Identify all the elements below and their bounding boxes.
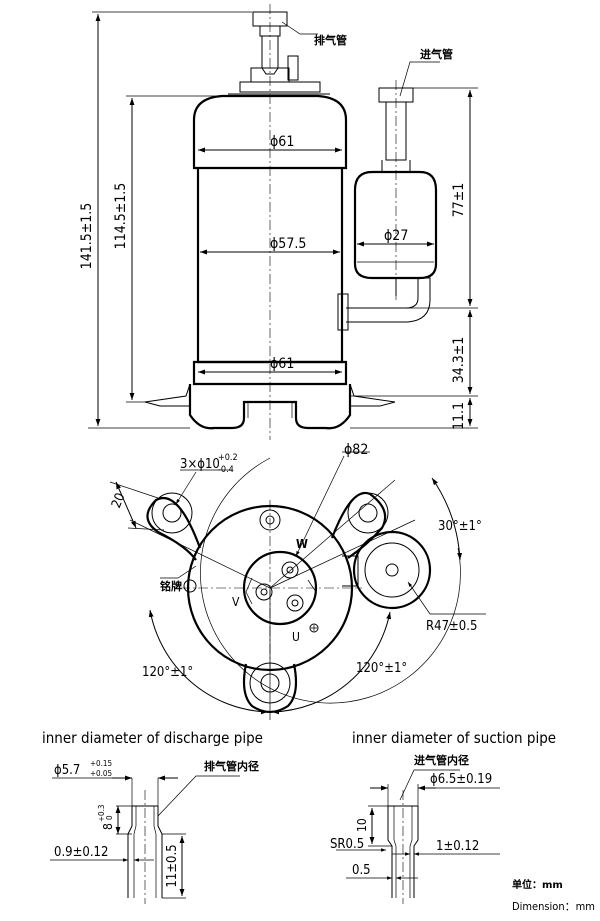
- discharge-fitting: [228, 11, 330, 95]
- dim-height-accumulator: 77±1: [451, 183, 467, 218]
- dim-discharge-depth-lower: 0: [105, 815, 114, 820]
- dim-angle-120-left: 120°±1°: [142, 665, 193, 680]
- terminal-block: W V U: [232, 537, 319, 644]
- dim-dia-82: ϕ82: [344, 442, 368, 458]
- dim-dia-accumulator: ϕ27: [384, 228, 408, 244]
- dim-discharge-dia-upper: +0.15: [90, 759, 112, 768]
- dim-discharge-depth: 8: [101, 823, 115, 830]
- dim-discharge-depth-upper: +0.3: [97, 805, 106, 822]
- dim-suction-dia: ϕ6.5±0.19: [430, 772, 492, 787]
- dim-dia-top: ϕ61: [270, 134, 294, 150]
- dim-discharge-dia-lower: +0.05: [90, 769, 112, 778]
- dim-radius-47: R47±0.5: [426, 619, 477, 634]
- dim-dia-mid: ϕ57.5: [270, 236, 306, 252]
- units-cn: 单位：mm: [512, 878, 563, 891]
- discharge-pipe-detail: inner diameter of discharge pipe ϕ5.7 +0…: [42, 729, 263, 904]
- dim-height-body: 114.5±1.5: [113, 183, 129, 250]
- accumulator-top: [342, 530, 432, 610]
- dim-angle-120-right: 120°±1°: [356, 661, 407, 676]
- dim-height-total: 141.5±1.5: [79, 203, 95, 270]
- dim-20: 20: [109, 491, 128, 510]
- dim-holes-tol-lower: -0.4: [218, 465, 234, 475]
- side-view: ϕ61 ϕ57.5 ϕ61 ϕ27 排气管 进气管 141.5±1.5 114.…: [79, 4, 478, 440]
- terminal-u: U: [292, 630, 300, 644]
- accumulator: [337, 87, 438, 331]
- suction-detail-title: inner diameter of suction pipe: [352, 729, 556, 747]
- dim-suction-depth: 10: [355, 818, 369, 832]
- dim-holes: 3×ϕ10: [180, 457, 220, 472]
- label-discharge-inner: 排气管内径: [204, 759, 259, 773]
- dim-height-foot: 11.1: [451, 402, 467, 430]
- label-suction-inner: 进气管内径: [414, 753, 469, 767]
- label-nameplate: 铭牌: [160, 579, 182, 593]
- dim-suction-wall: 1±0.12: [436, 839, 479, 854]
- dim-suction-radius: SR0.5: [330, 837, 364, 852]
- top-view: W V U ϕ82 3×ϕ10 +0.2 -0.4 20 30°±1° R47±…: [109, 442, 486, 720]
- dim-holes-tol-upper: +0.2: [218, 453, 238, 463]
- discharge-detail-title: inner diameter of discharge pipe: [42, 729, 263, 747]
- dim-discharge-length: 11±0.5: [165, 844, 180, 887]
- units-en: Dimension：mm: [512, 900, 595, 913]
- dim-suction-step: 0.5: [352, 863, 371, 878]
- label-discharge-pipe: 排气管: [314, 33, 347, 47]
- dim-height-inlet: 34.3±1: [451, 337, 467, 384]
- compressor-shell: [192, 94, 348, 386]
- dim-dia-bottom: ϕ61: [270, 356, 294, 372]
- label-suction-pipe: 进气管: [420, 47, 453, 61]
- dim-discharge-wall: 0.9±0.12: [54, 845, 108, 860]
- terminal-v: V: [232, 595, 240, 609]
- dim-discharge-dia: ϕ5.7: [54, 763, 80, 778]
- suction-pipe-detail: inner diameter of suction pipe ϕ6.5±0.19…: [330, 729, 556, 904]
- dim-angle-30: 30°±1°: [438, 519, 482, 534]
